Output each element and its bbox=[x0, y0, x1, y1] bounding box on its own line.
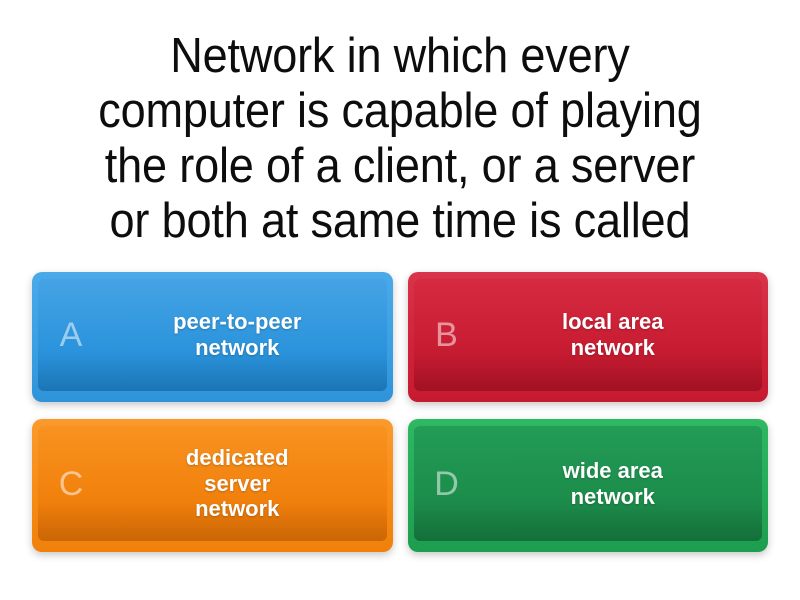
answer-option-a-label: peer-to-peer network bbox=[173, 309, 302, 360]
answer-option-c[interactable]: C dedicated server network bbox=[32, 419, 393, 552]
answer-option-a[interactable]: A peer-to-peer network bbox=[32, 272, 393, 402]
answer-option-d[interactable]: D wide area network bbox=[407, 419, 768, 552]
answer-option-c-letter: C bbox=[58, 464, 84, 503]
answer-option-a-face: A peer-to-peer network bbox=[38, 279, 387, 391]
answer-option-b-letter: B bbox=[435, 316, 458, 354]
answer-option-d-label: wide area network bbox=[562, 457, 663, 509]
answer-option-c-label: dedicated server network bbox=[185, 444, 289, 522]
answer-option-a-letter: A bbox=[59, 316, 83, 354]
answer-option-d-face: D wide area network bbox=[413, 426, 762, 541]
answer-option-d-letter: D bbox=[434, 464, 459, 503]
answer-option-c-face: C dedicated server network bbox=[38, 426, 387, 541]
answer-options-grid: A peer-to-peer network B local area netw… bbox=[0, 272, 800, 600]
answer-option-b-label: local area network bbox=[561, 309, 664, 360]
question-text: Network in which every computer is capab… bbox=[98, 29, 702, 248]
answer-option-b-face: B local area network bbox=[413, 279, 762, 391]
question-area: Network in which every computer is capab… bbox=[0, 0, 800, 272]
answer-option-b[interactable]: B local area network bbox=[407, 272, 768, 402]
